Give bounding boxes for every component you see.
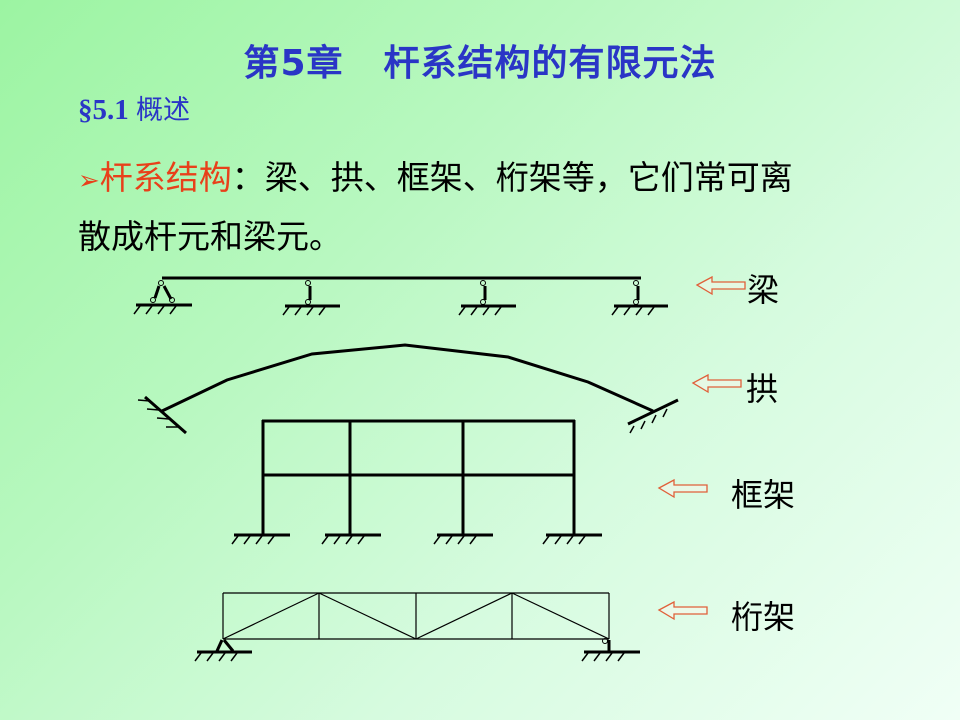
slide-title: 第5章杆系结构的有限元法 xyxy=(0,34,960,86)
definition-line-1: ：梁、拱、框架、桁架等，它们常可离 xyxy=(231,158,793,197)
truss-diagram xyxy=(222,592,610,640)
label-arch: 拱 xyxy=(746,370,779,408)
definition-line-2: 散成杆元和梁元。 xyxy=(78,217,342,256)
frame-diagram xyxy=(234,419,602,537)
chapter-title: 杆系结构的有限元法 xyxy=(383,43,717,84)
section-number: §5.1 xyxy=(78,94,129,126)
section-title: 概述 xyxy=(136,95,190,126)
hollow-left-arrow-icon xyxy=(695,275,746,296)
hollow-left-arrow-icon xyxy=(657,478,708,499)
definition-paragraph: ➢杆系结构：梁、拱、框架、桁架等，它们常可离散成杆元和梁元。 xyxy=(78,150,898,264)
hollow-left-arrow-icon xyxy=(657,600,708,621)
arch-diagram xyxy=(137,343,679,435)
label-beam: 梁 xyxy=(747,271,780,309)
label-frame: 框架 xyxy=(731,476,796,514)
bullet-arrow-icon: ➢ xyxy=(78,166,100,196)
chapter-number: 第5章 xyxy=(243,43,344,84)
label-truss: 桁架 xyxy=(731,598,796,636)
truss-supports xyxy=(194,638,640,662)
hollow-left-arrow-icon xyxy=(691,373,742,394)
beam-diagram xyxy=(133,276,668,316)
section-heading: §5.1 概述 xyxy=(78,88,190,127)
highlighted-term: 杆系结构 xyxy=(99,158,232,197)
